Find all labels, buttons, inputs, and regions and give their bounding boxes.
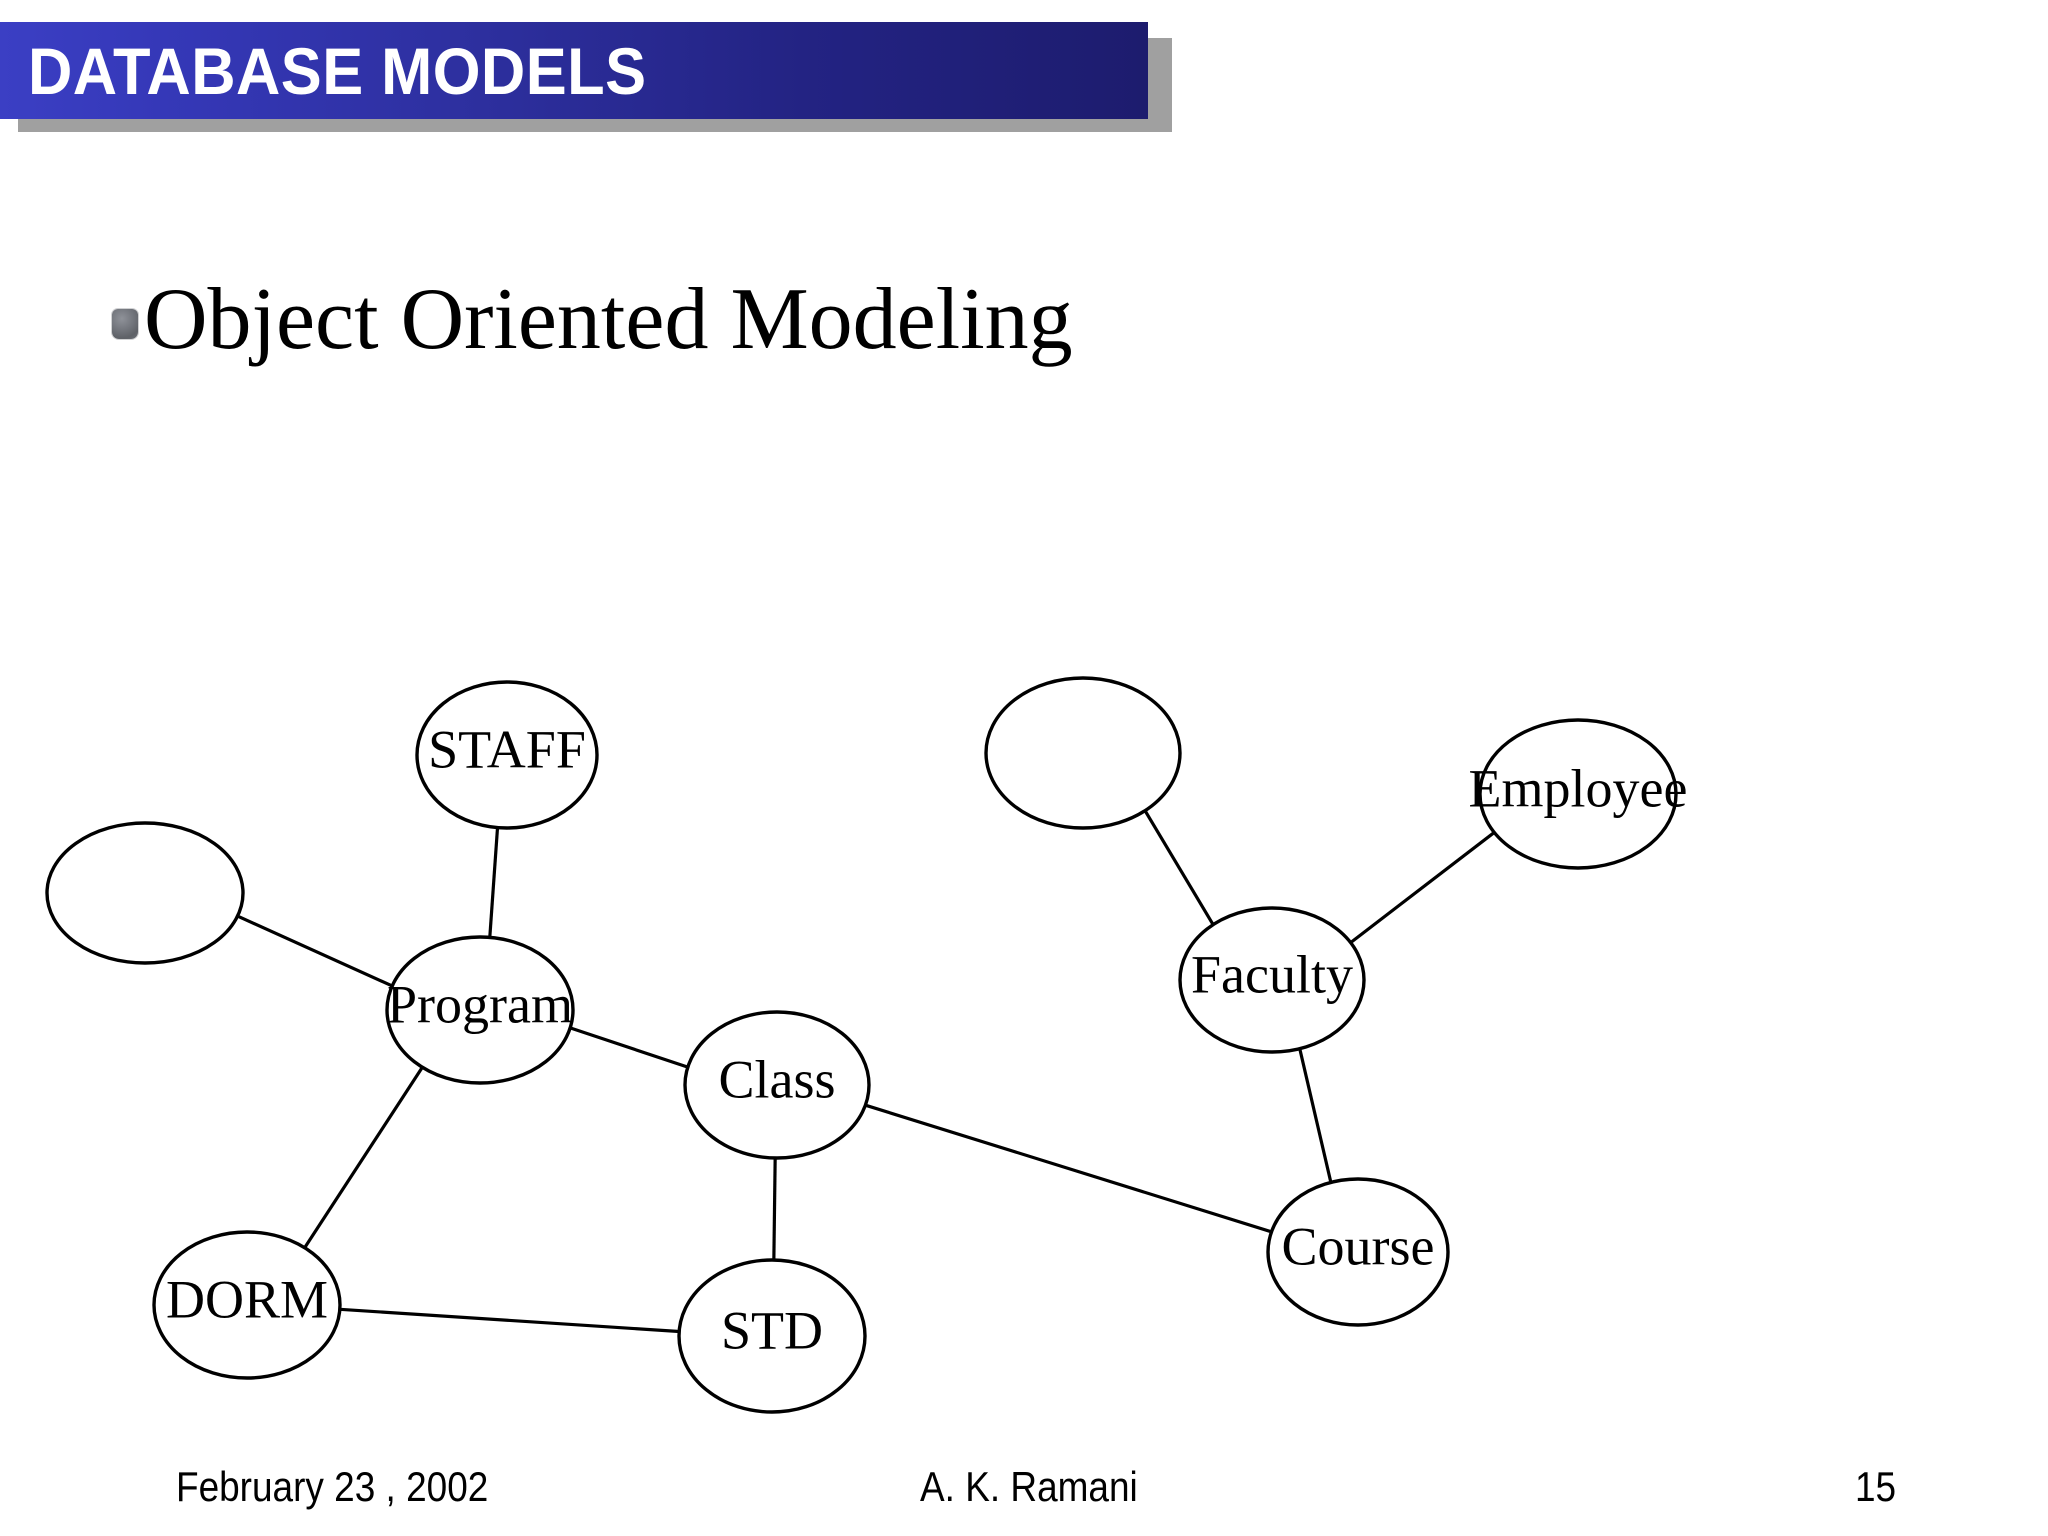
node-label-program: Program [387, 974, 573, 1034]
diagram-node-course[interactable]: Course [1266, 1177, 1450, 1327]
diagram-node-program[interactable]: Program [385, 935, 575, 1085]
node-ellipse-dorm [152, 1230, 342, 1380]
node-label-faculty: Faculty [1191, 944, 1353, 1004]
diagram-edge-unnamed-right-to-faculty [1143, 809, 1215, 926]
square-bullet-icon [112, 309, 138, 339]
slide-title-banner: DATABASE MODELS [0, 22, 1172, 132]
node-label-std: STD [721, 1300, 823, 1360]
slide-title: DATABASE MODELS [28, 34, 647, 108]
node-ellipse-class [683, 1010, 871, 1160]
diagram-node-staff[interactable]: STAFF [415, 680, 599, 830]
heading-row: Object Oriented Modeling [112, 272, 1073, 368]
diagram-edge-unnamed-left-to-program [236, 914, 393, 988]
node-ellipse-std [677, 1258, 867, 1414]
node-ellipse-faculty [1178, 906, 1366, 1054]
node-ellipse-course [1266, 1177, 1450, 1327]
diagram-node-faculty[interactable]: Faculty [1178, 906, 1366, 1054]
diagram-edge-program-to-dorm [303, 1066, 424, 1249]
diagram-edges [236, 809, 1496, 1334]
diagram-node-class[interactable]: Class [683, 1010, 871, 1160]
diagram-node-dorm[interactable]: DORM [152, 1230, 342, 1380]
node-ellipse-staff [415, 680, 599, 830]
diagram-node-unnamed-right[interactable] [984, 676, 1182, 830]
node-label-dorm: DORM [166, 1269, 328, 1329]
diagram-edge-employee-to-faculty [1349, 831, 1496, 944]
node-ellipse-unnamed-right [984, 676, 1182, 830]
diagram-node-employee[interactable]: Employee [1469, 718, 1688, 870]
node-label-course: Course [1282, 1216, 1435, 1276]
footer-date: February 23 , 2002 [176, 1463, 489, 1510]
node-label-staff: STAFF [428, 719, 586, 779]
diagram-edge-program-to-class [569, 1026, 689, 1069]
node-label-class: Class [718, 1049, 835, 1109]
diagram-node-unnamed-left[interactable] [45, 821, 245, 965]
node-ellipse-program [385, 935, 575, 1085]
diagram-edge-class-to-course [864, 1103, 1272, 1234]
node-ellipse-unnamed-left [45, 821, 245, 965]
heading-label: Object Oriented Modeling [144, 271, 1073, 368]
footer-page-number: 15 [1855, 1463, 1897, 1510]
diagram-node-std[interactable]: STD [677, 1258, 867, 1414]
diagram-edge-dorm-to-std [339, 1307, 680, 1334]
node-label-employee: Employee [1469, 758, 1688, 818]
diagram-edge-class-to-std [772, 1157, 777, 1261]
diagram-edge-faculty-to-course [1298, 1048, 1333, 1183]
node-ellipse-employee [1478, 718, 1678, 870]
diagram-edge-staff-to-program [488, 827, 500, 938]
footer-author: A. K. Ramani [920, 1463, 1138, 1510]
title-banner-fill [0, 22, 1148, 119]
